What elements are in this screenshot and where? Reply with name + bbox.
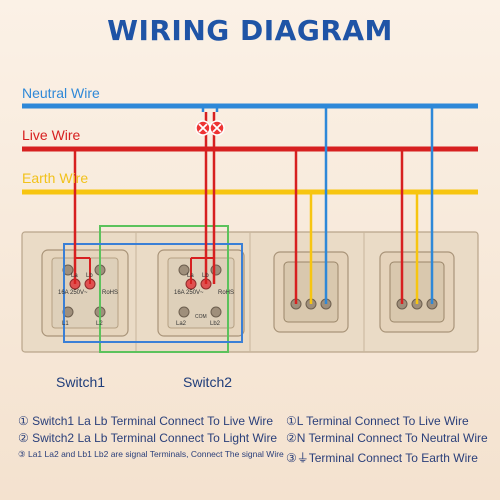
note-left-2: ② Switch2 La Lb Terminal Connect To Ligh…	[18, 431, 278, 445]
switch1-l2-label: L2	[96, 321, 103, 327]
green-signal-box	[99, 225, 229, 353]
switch2-brand: RoHS	[218, 290, 234, 296]
note-left-1: ① Switch1 La Lb Terminal Connect To Live…	[18, 414, 274, 428]
neutral-wire-label: Neutral Wire	[22, 85, 100, 101]
switch1-rating: 16A 250V~	[58, 290, 88, 296]
switch1-brand: RoHS	[102, 290, 118, 296]
switch2-rating: 16A 250V~	[174, 290, 204, 296]
switch2-lb2-label: Lb2	[210, 321, 221, 327]
live-wire-label: Live Wire	[22, 127, 81, 143]
earth-wire-label: Earth Wire	[22, 170, 89, 186]
switch2-caption: Switch2	[183, 374, 233, 390]
note-right-2: ②N Terminal Connect To Neutral Wire	[286, 431, 488, 445]
switch2-module	[157, 249, 245, 337]
note-right-3: ③⏚Terminal Connect To Earth Wire	[286, 451, 478, 465]
lamp-indicator-1	[195, 120, 211, 136]
note-right-1: ①L Terminal Connect To Live Wire	[286, 414, 469, 428]
switch2-com-label: COM	[195, 314, 207, 320]
switch1-l1-label: L1	[62, 321, 69, 327]
blue-signal-box	[63, 243, 243, 343]
switch1-caption: Switch1	[56, 374, 106, 390]
switch2-la-label: La	[187, 273, 194, 279]
switch1-lb-label: Lb	[86, 273, 93, 279]
switch2-la2-label: La2	[176, 321, 187, 327]
switch1-la-label: La	[71, 273, 78, 279]
page-title: WIRING DIAGRAM	[107, 14, 393, 47]
switch2-lb-label: Lb	[202, 273, 209, 279]
lamp-indicator-2	[209, 120, 225, 136]
note-left-3: ③ La1 La2 and Lb1 Lb2 are signal Termina…	[18, 449, 284, 459]
